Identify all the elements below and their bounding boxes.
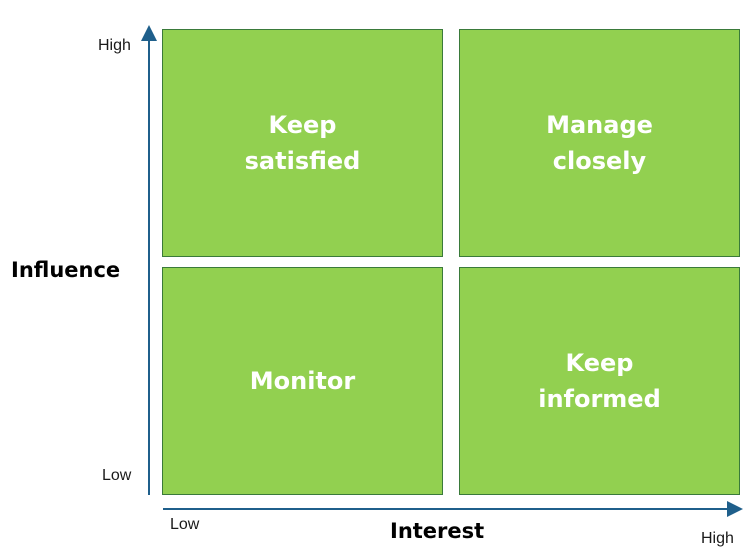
x-axis-low-label: Low (170, 516, 200, 533)
quadrant-label-manage-closely: Manage closely (546, 111, 653, 175)
quadrant-monitor: Monitor (162, 267, 443, 495)
y-axis-low-label: Low (102, 467, 132, 484)
quadrant-keep-informed: Keep informed (459, 267, 740, 495)
x-axis-high-label: High (701, 530, 734, 547)
quadrant-label-keep-satisfied: Keep satisfied (244, 111, 361, 175)
y-axis-title: Influence (11, 258, 121, 282)
quadrant-label-monitor: Monitor (249, 367, 356, 395)
y-axis-high-label: High (98, 37, 131, 54)
quadrant-manage-closely: Manage closely (459, 29, 740, 257)
x-axis-title: Interest (390, 519, 485, 543)
quadrant-keep-satisfied: Keep satisfied (162, 29, 443, 257)
quadrant-label-keep-informed: Keep informed (538, 349, 661, 413)
